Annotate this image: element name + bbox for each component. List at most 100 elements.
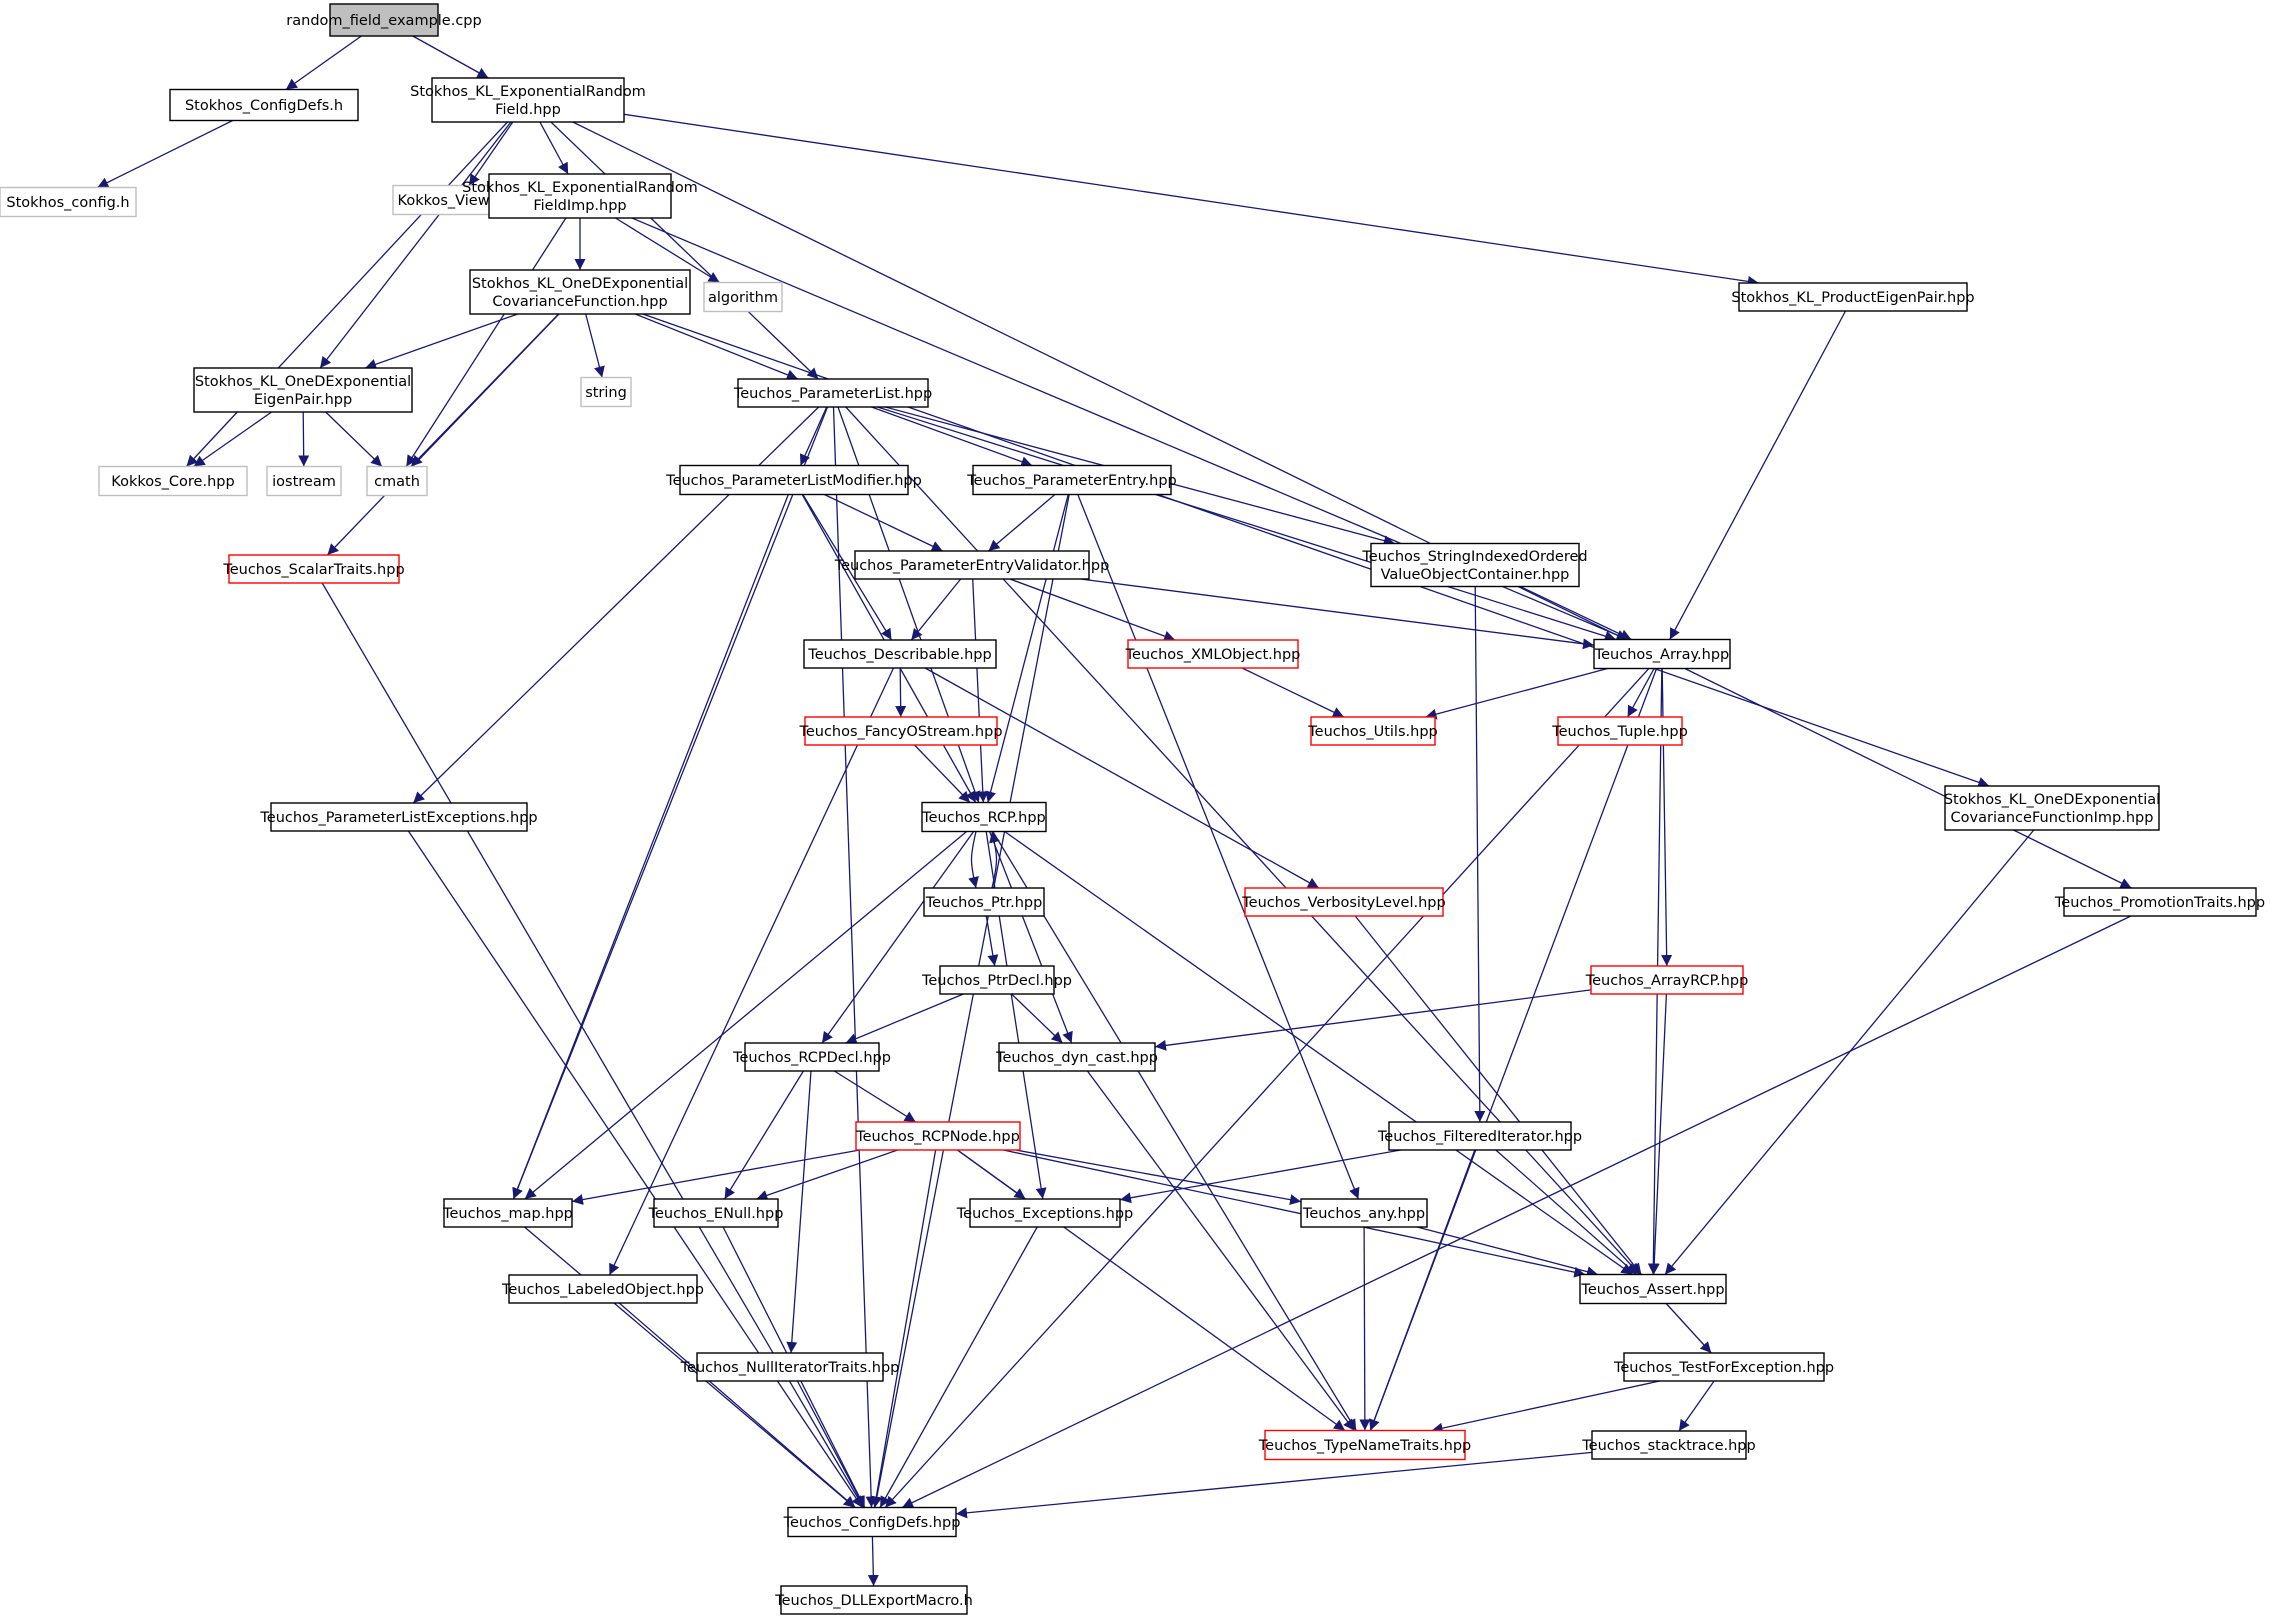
node-scalar[interactable]: Teuchos_ScalarTraits.hpp <box>222 554 405 584</box>
edge-klexp-to-kview <box>468 121 514 186</box>
node-assert[interactable]: Teuchos_Assert.hpp <box>1579 1273 1727 1305</box>
node-box-dll <box>780 1585 968 1615</box>
node-tuple[interactable]: Teuchos_Tuple.hpp <box>1551 716 1688 746</box>
node-box-onedimp <box>1944 785 2160 831</box>
edge-array-to-tuple <box>1627 668 1655 718</box>
node-describ[interactable]: Teuchos_Describable.hpp <box>803 639 997 669</box>
node-iostream[interactable]: iostream <box>266 465 342 497</box>
edge-pev-to-xml <box>1009 578 1176 642</box>
node-string[interactable]: string <box>580 376 632 408</box>
edge-xml-to-utils <box>1241 667 1345 718</box>
node-labeled[interactable]: Teuchos_LabeledObject.hpp <box>501 1274 704 1304</box>
node-box-filt <box>1388 1121 1572 1151</box>
node-label-klexp-line-0: Stokhos_KL_ExponentialRandom <box>410 84 646 100</box>
node-label-root-line-0: random_field_example.cpp <box>286 13 481 29</box>
edge-plexc-to-tconfig <box>407 830 863 1508</box>
edge-fancy-to-rcp <box>914 744 971 803</box>
node-label-tuple-line-0: Teuchos_Tuple.hpp <box>1551 724 1688 740</box>
node-rcpdecl[interactable]: Teuchos_RCPDecl.hpp <box>732 1042 891 1072</box>
node-stconfig[interactable]: Stokhos_config.h <box>0 186 137 218</box>
node-fancy[interactable]: Teuchos_FancyOStream.hpp <box>798 716 1003 746</box>
node-label-onedeig-line-1: EigenPair.hpp <box>254 392 352 408</box>
node-box-enull <box>653 1198 779 1228</box>
edge-labeled-to-tconfig <box>618 1302 856 1508</box>
node-plmod[interactable]: Teuchos_ParameterListModifier.hpp <box>665 464 922 496</box>
node-box-cfgdefs <box>169 88 359 122</box>
node-algorithm[interactable]: algorithm <box>703 281 783 313</box>
node-oned[interactable]: Stokhos_KL_OneDExponentialCovarianceFunc… <box>469 269 691 315</box>
node-tfe[interactable]: Teuchos_TestForException.hpp <box>1613 1352 1834 1382</box>
node-box-tconfig <box>787 1506 957 1538</box>
node-typename[interactable]: Teuchos_TypeNameTraits.hpp <box>1258 1429 1471 1461</box>
node-dll[interactable]: Teuchos_DLLExportMacro.h <box>774 1585 973 1615</box>
node-label-typename-line-0: Teuchos_TypeNameTraits.hpp <box>1258 1438 1471 1454</box>
edge-rcp-to-dyncast <box>988 831 1073 1044</box>
node-dyncast[interactable]: Teuchos_dyn_cast.hpp <box>995 1042 1158 1072</box>
node-pev[interactable]: Teuchos_ParameterEntryValidator.hpp <box>834 550 1110 580</box>
node-pentry[interactable]: Teuchos_ParameterEntry.hpp <box>966 464 1177 496</box>
edge-rcp-to-rcpdecl <box>821 831 975 1044</box>
node-verb[interactable]: Teuchos_VerbosityLevel.hpp <box>1241 887 1446 917</box>
node-tconfig[interactable]: Teuchos_ConfigDefs.hpp <box>783 1506 961 1538</box>
node-exc[interactable]: Teuchos_Exceptions.hpp <box>956 1198 1133 1228</box>
node-enull[interactable]: Teuchos_ENull.hpp <box>648 1198 784 1228</box>
edge-rcpdecl-to-enull <box>724 1070 804 1200</box>
node-box-iostream <box>266 465 342 497</box>
node-utils[interactable]: Teuchos_Utils.hpp <box>1307 716 1438 746</box>
edge-ptrdecl-to-rcpdecl <box>845 993 964 1044</box>
node-root[interactable]: random_field_example.cpp <box>286 3 482 37</box>
node-box-rcpnode <box>855 1121 1021 1151</box>
node-array[interactable]: Teuchos_Array.hpp <box>1593 638 1731 670</box>
node-any[interactable]: Teuchos_any.hpp <box>1300 1198 1428 1228</box>
node-label-plist-line-0: Teuchos_ParameterList.hpp <box>733 386 932 402</box>
edge-klexp-to-kcore <box>186 121 508 467</box>
edge-rcpnode-to-enull <box>756 1149 898 1201</box>
edge-arcp-to-assert <box>1648 993 1668 1275</box>
node-ptr[interactable]: Teuchos_Ptr.hpp <box>923 887 1045 917</box>
edge-filt-to-exc <box>1119 1149 1402 1204</box>
node-kcore[interactable]: Kokkos_Core.hpp <box>98 465 248 497</box>
node-label-array-line-0: Teuchos_Array.hpp <box>1594 647 1730 663</box>
node-nulliter[interactable]: Teuchos_NullIteratorTraits.hpp <box>680 1352 900 1382</box>
node-cmath[interactable]: cmath <box>366 465 428 497</box>
node-prodeig[interactable]: Stokhos_KL_ProductEigenPair.hpp <box>1731 282 1975 312</box>
edge-plist-to-pentry <box>871 406 1033 467</box>
node-label-klexpimp-line-1: FieldImp.hpp <box>533 198 626 214</box>
node-rcpnode[interactable]: Teuchos_RCPNode.hpp <box>855 1121 1021 1151</box>
edge-array-to-arcp <box>1661 668 1673 967</box>
node-box-root <box>329 3 439 37</box>
node-onedimp[interactable]: Stokhos_KL_OneDExponentialCovarianceFunc… <box>1944 785 2160 831</box>
node-box-describ <box>803 639 997 669</box>
edge-klexp-to-plist <box>550 121 819 380</box>
edge-plmod-to-describ <box>802 494 893 641</box>
node-stack[interactable]: Teuchos_stacktrace.hpp <box>1581 1430 1756 1460</box>
node-plist[interactable]: Teuchos_ParameterList.hpp <box>733 378 932 408</box>
node-box-dyncast <box>998 1042 1156 1072</box>
node-box-exc <box>969 1198 1121 1228</box>
node-arcp[interactable]: Teuchos_ArrayRCP.hpp <box>1585 965 1749 995</box>
node-box-plexc <box>270 802 528 832</box>
node-rcp[interactable]: Teuchos_RCP.hpp <box>921 801 1047 833</box>
node-plexc[interactable]: Teuchos_ParameterListExceptions.hpp <box>259 802 538 832</box>
node-box-any <box>1300 1198 1428 1228</box>
edge-cfgdefs-to-stconfig <box>97 119 233 189</box>
edge-filt-to-typename <box>1369 1149 1476 1431</box>
edge-oned-to-scalar <box>326 313 560 556</box>
node-xml[interactable]: Teuchos_XMLObject.hpp <box>1125 639 1301 669</box>
node-tmap[interactable]: Teuchos_map.hpp <box>442 1198 573 1228</box>
edge-pentry-to-any <box>1077 494 1360 1200</box>
node-cfgdefs[interactable]: Stokhos_ConfigDefs.h <box>169 88 359 122</box>
node-promo[interactable]: Teuchos_PromotionTraits.hpp <box>2054 887 2265 917</box>
node-filt[interactable]: Teuchos_FilteredIterator.hpp <box>1377 1121 1582 1151</box>
edge-pentry-to-rcp <box>985 494 1069 803</box>
edge-ptrdecl-to-dyncast <box>1011 993 1063 1044</box>
node-ptrdecl[interactable]: Teuchos_PtrDecl.hpp <box>921 965 1072 995</box>
node-sioc[interactable]: Teuchos_StringIndexedOrderedValueObjectC… <box>1361 542 1588 588</box>
node-label-tfe-line-0: Teuchos_TestForException.hpp <box>1613 1360 1834 1376</box>
node-box-sioc <box>1370 542 1580 588</box>
node-box-ptr <box>923 887 1045 917</box>
